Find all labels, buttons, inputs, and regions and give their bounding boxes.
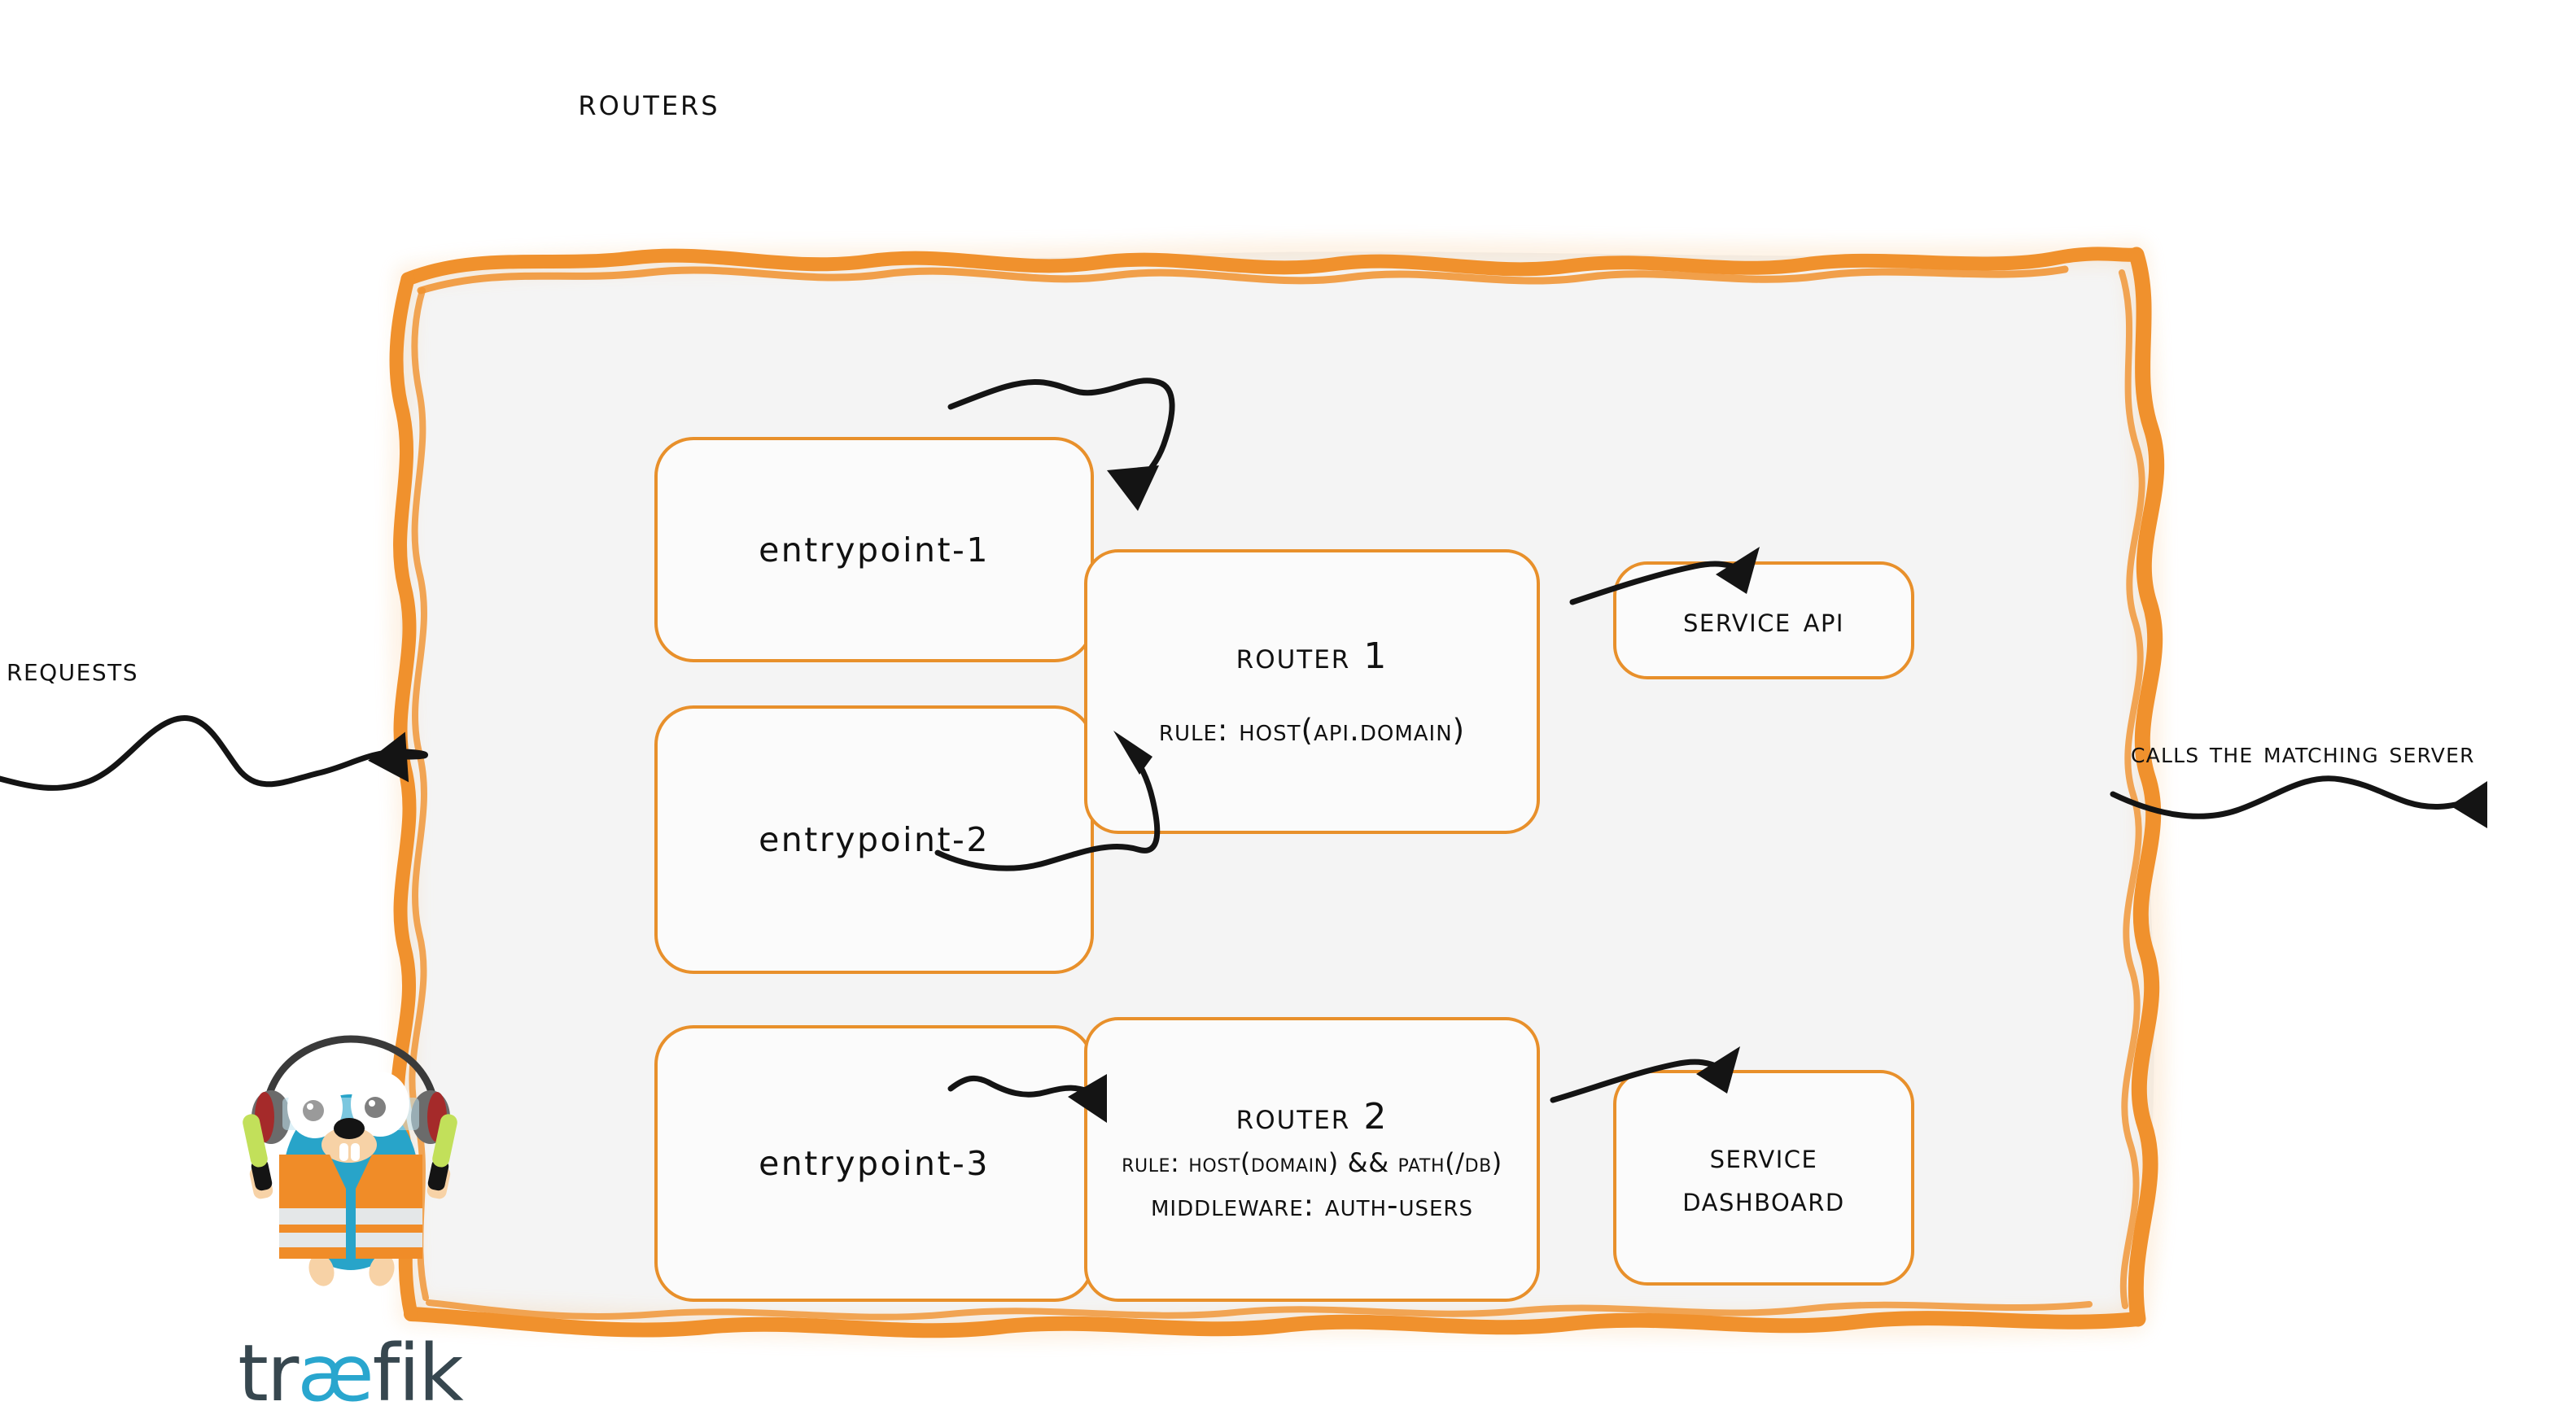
router-middleware: Middleware: auth-users — [1151, 1188, 1473, 1223]
routers-container: entrypoint-1 entrypoint-2 entrypoint-3 R… — [389, 241, 2167, 1341]
router-rule: rule: Host(api.domain) — [1158, 713, 1466, 748]
traefik-wordmark: træfik — [208, 1334, 492, 1412]
service-label-line2: Dashboard — [1682, 1178, 1845, 1219]
entrypoint-node-2[interactable]: entrypoint-2 — [654, 705, 1094, 974]
router-node-1[interactable]: Router 1 rule: Host(api.domain) — [1084, 549, 1540, 834]
wordmark-part1: tr — [238, 1328, 299, 1419]
router-title: Router 2 — [1236, 1096, 1389, 1137]
entrypoint-label: entrypoint-2 — [759, 820, 990, 859]
wordmark-part2: fik — [372, 1328, 464, 1419]
router-node-2[interactable]: Router 2 rule: Host(domain) && Path(/db)… — [1084, 1017, 1540, 1302]
service-node-dashboard[interactable]: Service Dashboard — [1613, 1070, 1914, 1286]
traefik-gopher-mascot-icon — [243, 1035, 457, 1286]
entrypoint-node-1[interactable]: entrypoint-1 — [654, 437, 1094, 662]
arrow-requests-path — [0, 715, 429, 791]
service-label: Service API — [1683, 600, 1844, 640]
wordmark-ae-ligature: æ — [297, 1328, 374, 1419]
router-title: Router 1 — [1236, 635, 1389, 677]
entrypoint-label: entrypoint-3 — [759, 1144, 990, 1183]
traefik-logo: træfik — [232, 1029, 468, 1412]
page-title: Routers — [0, 80, 2576, 124]
service-node-api[interactable]: Service API — [1613, 561, 1914, 679]
incoming-requests-label: Requests — [7, 651, 139, 688]
router-rule: rule: Host(domain) && Path(/db) — [1122, 1147, 1502, 1178]
entrypoint-label: entrypoint-1 — [759, 530, 990, 570]
page-title-text: Routers — [578, 80, 720, 124]
entrypoint-node-3[interactable]: entrypoint-3 — [654, 1025, 1094, 1302]
outgoing-calls-label: Calls the matching server — [2131, 736, 2475, 770]
arrowhead-calls — [2450, 781, 2487, 828]
service-label-line1: Service — [1709, 1136, 1818, 1176]
